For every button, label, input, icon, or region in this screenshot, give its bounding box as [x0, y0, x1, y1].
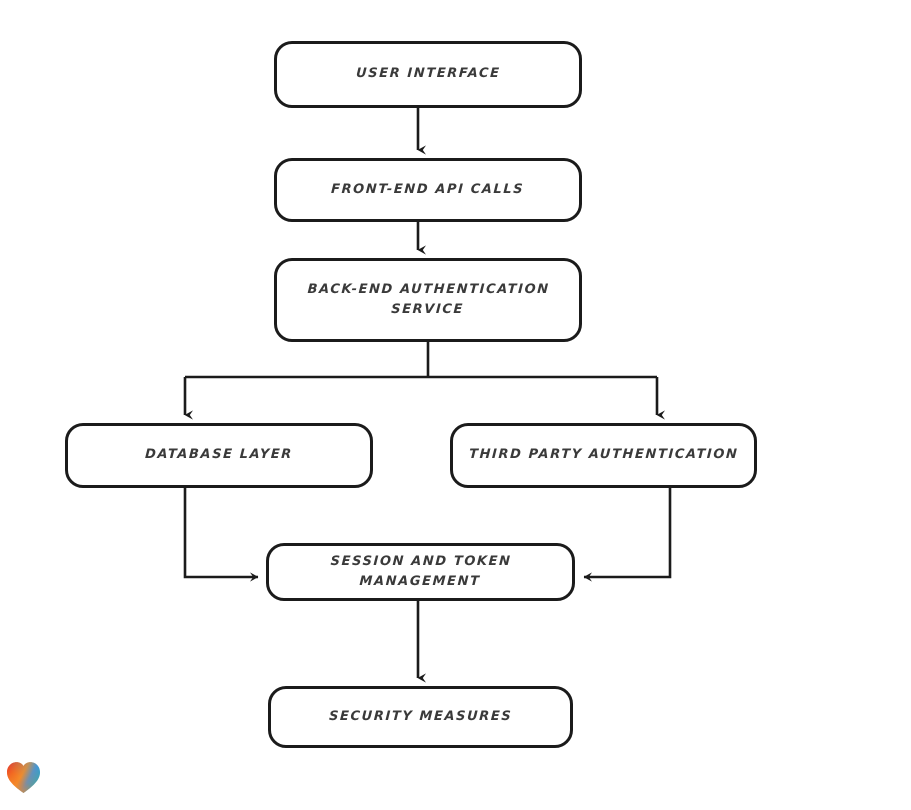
node-user-interface[interactable]: User Interface: [274, 41, 582, 108]
node-database-layer[interactable]: Database Layer: [65, 423, 373, 488]
node-database-layer-label: Database Layer: [144, 447, 294, 463]
node-third-party-authentication-label: Third Party Authentication: [468, 447, 739, 463]
edge-thirdparty-to-session: [583, 488, 672, 582]
node-frontend-api-calls[interactable]: Front-End API Calls: [274, 158, 582, 222]
node-backend-authentication-service[interactable]: Back-End Authentication Service: [274, 258, 582, 342]
node-security-measures[interactable]: Security Measures: [268, 686, 573, 748]
node-session-and-token-management-label: Session and Token Management: [330, 553, 512, 589]
node-backend-authentication-service-label: Back-End Authentication Service: [307, 281, 550, 317]
edge-database-to-session: [183, 488, 259, 582]
node-user-interface-label: User Interface: [355, 66, 501, 82]
node-session-and-token-management[interactable]: Session and Token Management: [266, 543, 575, 601]
node-security-measures-label: Security Measures: [328, 708, 513, 724]
node-third-party-authentication[interactable]: Third Party Authentication: [450, 423, 757, 488]
node-frontend-api-calls-label: Front-End API Calls: [331, 181, 525, 197]
heart-icon: [7, 762, 40, 794]
